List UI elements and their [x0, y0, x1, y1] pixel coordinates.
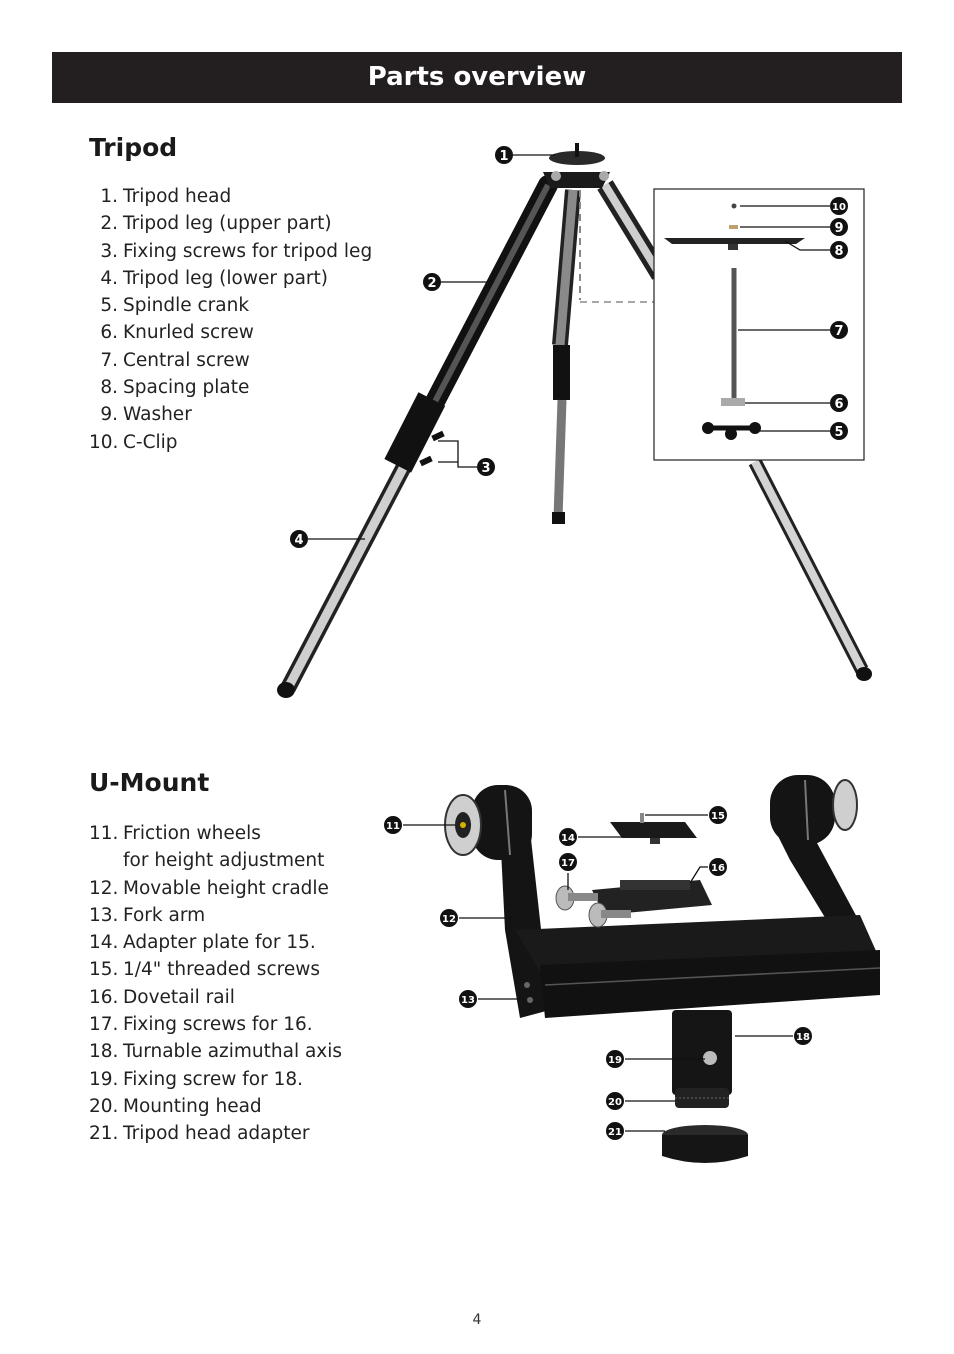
- svg-text:20: 20: [608, 1097, 622, 1108]
- dovetail-rail: [592, 880, 712, 915]
- list-item: 21.Tripod head adapter: [89, 1123, 310, 1145]
- list-item: 14.Adapter plate for 15.: [89, 932, 316, 954]
- callout-15: 15: [709, 806, 727, 824]
- adapter-plate: [610, 813, 697, 844]
- callout-2: 2: [423, 273, 441, 291]
- list-item: 6.Knurled screw: [100, 322, 254, 344]
- callout-13: 13: [459, 990, 477, 1008]
- list-item: 11.Friction wheels: [89, 823, 261, 844]
- list-item: 17.Fixing screws for 16.: [89, 1014, 313, 1036]
- callout-3: 3: [477, 458, 495, 476]
- tripod-illustration: 1 2 3 4 5 6 7 8 9 10: [277, 143, 872, 698]
- svg-text:12: 12: [442, 914, 456, 925]
- azimuth-axis: [672, 1010, 732, 1108]
- list-item: 2.Tripod leg (upper part): [100, 213, 332, 235]
- callout-11: 11: [384, 816, 402, 834]
- svg-text:6: 6: [834, 397, 843, 412]
- list-item: 3.Fixing screws for tripod leg: [100, 240, 373, 262]
- list-item: 19.Fixing screw for 18.: [89, 1068, 304, 1090]
- umount-parts-list: 11.Friction wheels for height adjustment…: [89, 820, 342, 1148]
- svg-text:8: 8: [834, 244, 843, 259]
- list-item: 4.Tripod leg (lower part): [100, 267, 328, 289]
- callout-5: 5: [830, 422, 848, 440]
- list-item: 18.Turnable azimuthal axis: [89, 1041, 343, 1063]
- list-item: 13.Fork arm: [89, 904, 206, 926]
- callout-19: 19: [606, 1050, 624, 1068]
- umount-section-title: U-Mount: [89, 768, 210, 797]
- fixing-screws: [555, 885, 631, 928]
- svg-text:2: 2: [427, 276, 436, 291]
- fork-arm-left: [444, 785, 550, 1018]
- callout-12: 12: [440, 909, 458, 927]
- svg-text:3: 3: [481, 461, 490, 476]
- callout-4: 4: [290, 530, 308, 548]
- svg-text:13: 13: [461, 995, 475, 1006]
- list-item: for height adjustment: [123, 850, 325, 872]
- svg-text:5: 5: [834, 425, 843, 440]
- callout-10: 10: [830, 197, 848, 215]
- svg-text:4: 4: [294, 533, 303, 548]
- list-item: 7.Central screw: [100, 349, 250, 371]
- page-header: Parts overview: [52, 52, 902, 103]
- tripod-head: [543, 143, 610, 188]
- tripod-detail-inset: [653, 188, 865, 461]
- callout-21: 21: [606, 1122, 624, 1140]
- svg-text:10: 10: [832, 202, 846, 213]
- callout-17: 17: [559, 853, 577, 871]
- svg-text:17: 17: [561, 858, 575, 869]
- svg-text:19: 19: [608, 1055, 622, 1066]
- callout-8: 8: [830, 241, 848, 259]
- tripod-parts-list: 1.Tripod head 2.Tripod leg (upper part) …: [89, 183, 372, 456]
- page-number: 4: [472, 1312, 482, 1328]
- list-item: 15.1/4" threaded screws: [89, 959, 320, 981]
- svg-text:18: 18: [796, 1032, 810, 1043]
- list-item: 8.Spacing plate: [100, 377, 250, 399]
- svg-text:7: 7: [834, 324, 843, 339]
- list-item: 9.Washer: [100, 404, 192, 426]
- tripod-leg-center: [552, 189, 581, 524]
- list-item: 1.Tripod head: [100, 186, 232, 207]
- callout-18: 18: [794, 1027, 812, 1045]
- svg-text:11: 11: [386, 821, 400, 832]
- callout-1: 1: [495, 146, 513, 164]
- svg-text:14: 14: [561, 833, 575, 844]
- tripod-section-title: Tripod: [89, 133, 178, 162]
- svg-text:21: 21: [608, 1127, 622, 1138]
- callout-20: 20: [606, 1092, 624, 1110]
- callout-6: 6: [830, 394, 848, 412]
- callout-7: 7: [830, 321, 848, 339]
- list-item: 5.Spindle crank: [100, 295, 250, 317]
- svg-text:9: 9: [834, 221, 843, 236]
- tripod-head-adapter: [662, 1125, 748, 1163]
- callout-9: 9: [830, 218, 848, 236]
- tripod-leg-right: [597, 180, 872, 681]
- umount-illustration: 11 12 13 14 15 16 17 18 19 20 21: [384, 775, 881, 1163]
- list-item: 20.Mounting head: [89, 1095, 262, 1117]
- list-item: 16.Dovetail rail: [89, 986, 235, 1008]
- svg-text:16: 16: [711, 863, 725, 874]
- svg-text:1: 1: [499, 149, 508, 164]
- callout-16: 16: [709, 858, 727, 876]
- callout-14: 14: [559, 828, 577, 846]
- svg-text:15: 15: [711, 811, 725, 822]
- list-item: 12.Movable height cradle: [89, 877, 329, 899]
- list-item: 10.C-Clip: [89, 431, 178, 453]
- tripod-leg-left: [277, 175, 558, 698]
